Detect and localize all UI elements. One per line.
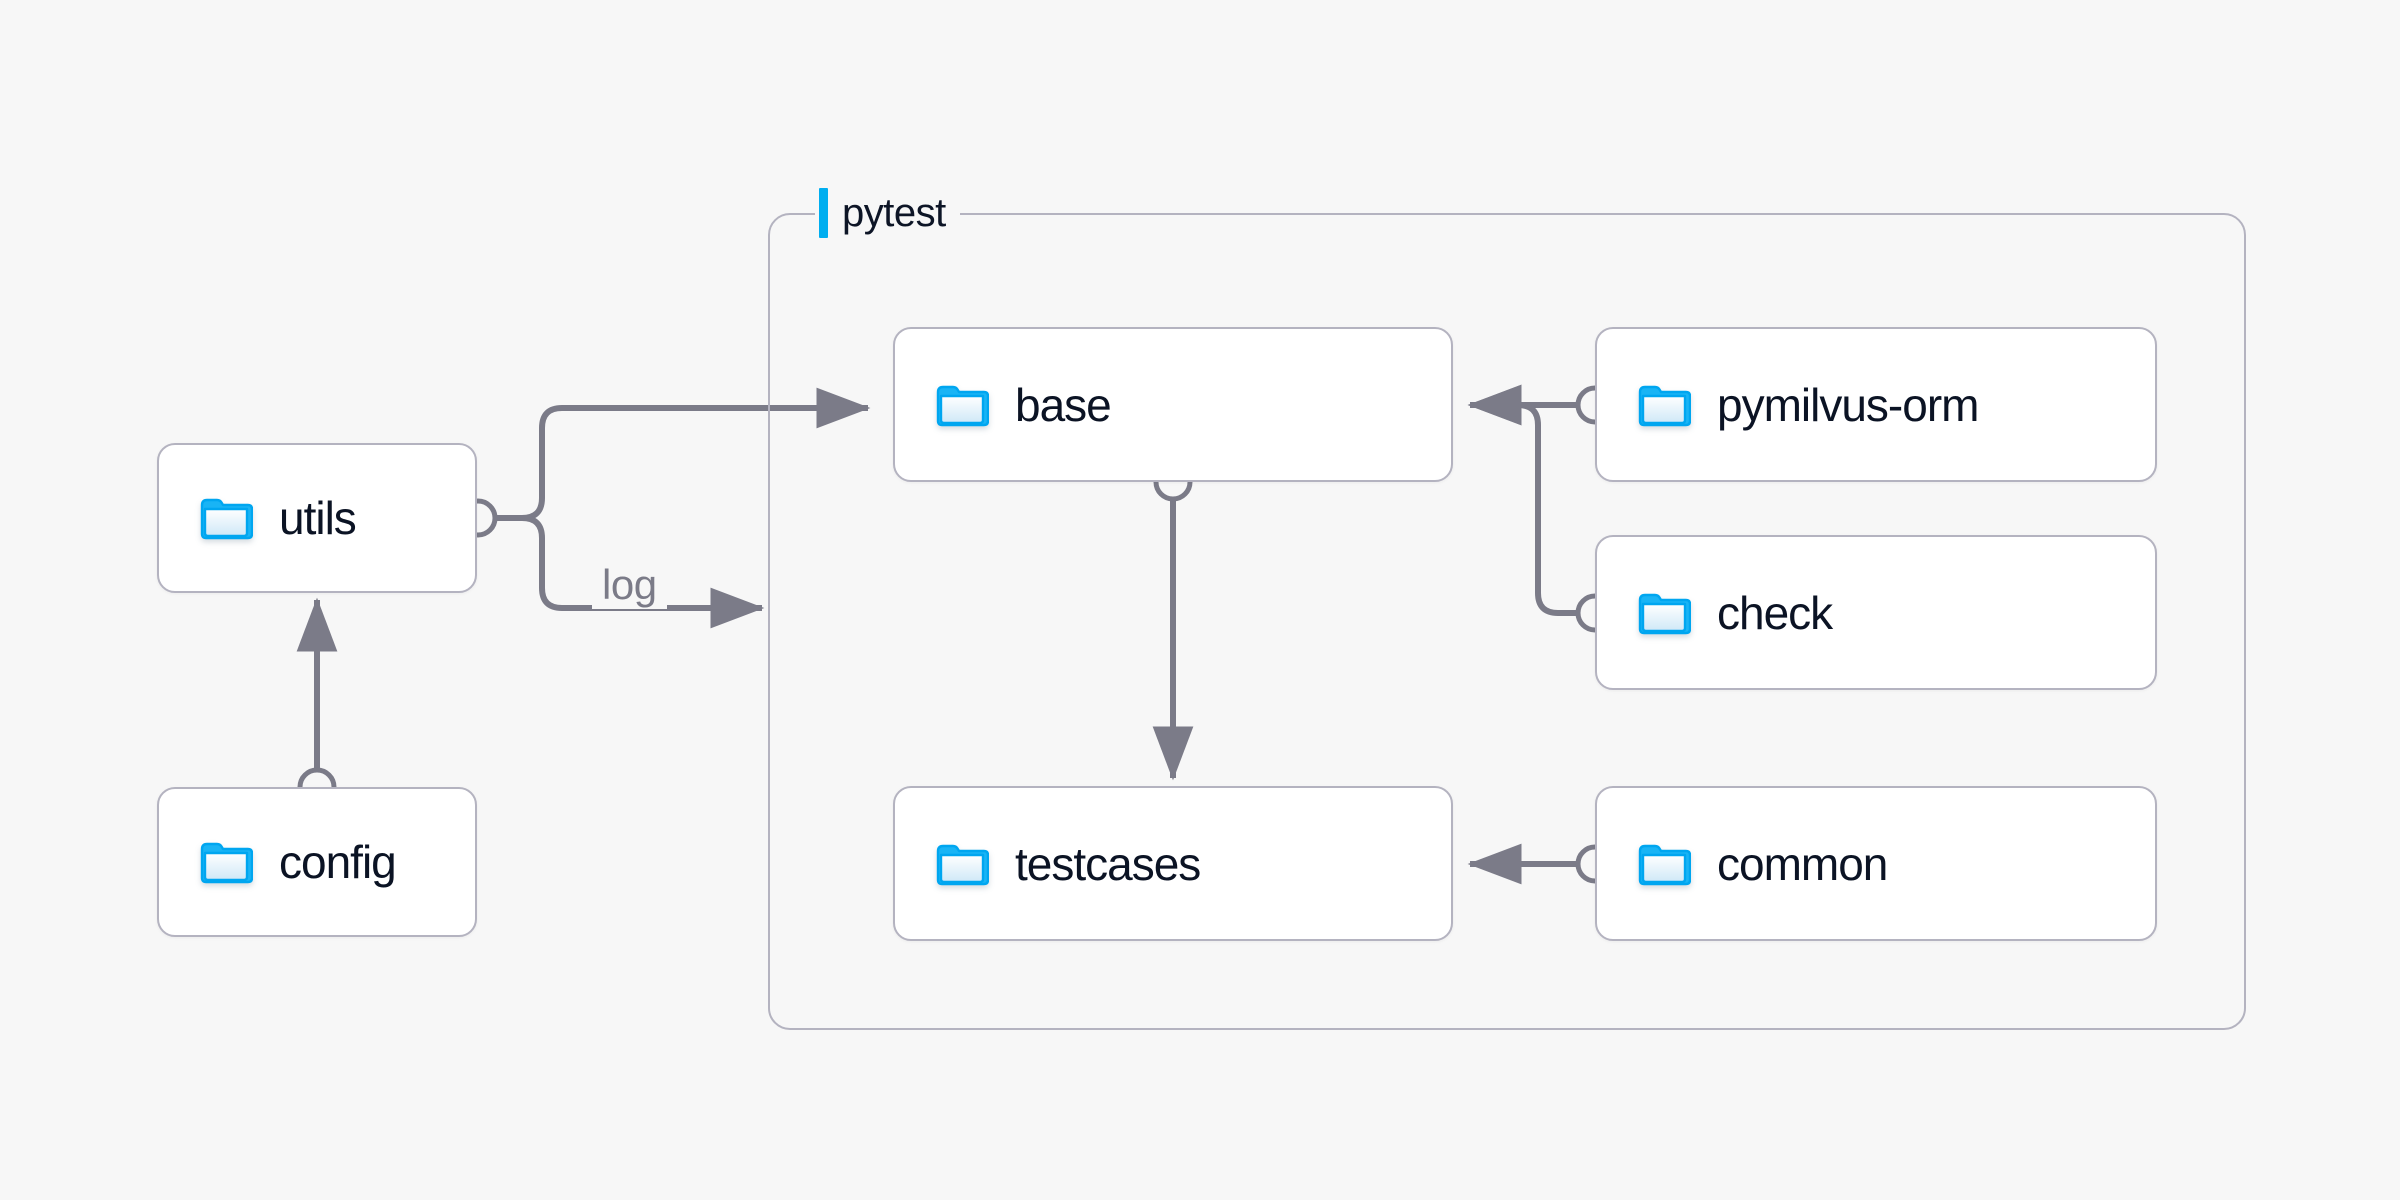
vertical-bar-accent-icon bbox=[819, 188, 828, 238]
group-title: pytest bbox=[842, 190, 946, 235]
folder-icon bbox=[935, 383, 990, 427]
node-base[interactable]: base bbox=[893, 327, 1453, 482]
pytest-group-container[interactable] bbox=[768, 213, 2246, 1030]
node-utils[interactable]: utils bbox=[157, 443, 477, 593]
folder-icon bbox=[1637, 383, 1692, 427]
node-label: check bbox=[1717, 586, 1833, 639]
folder-icon bbox=[199, 840, 254, 884]
node-check[interactable]: check bbox=[1595, 535, 2157, 690]
node-label: common bbox=[1717, 837, 1888, 890]
node-pymilvus-orm[interactable]: pymilvus-orm bbox=[1595, 327, 2157, 482]
edge-utils-to-pytest-log bbox=[497, 515, 765, 629]
node-common[interactable]: common bbox=[1595, 786, 2157, 941]
folder-icon bbox=[1637, 842, 1692, 886]
edge-label-log: log bbox=[592, 561, 667, 609]
node-config[interactable]: config bbox=[157, 787, 477, 937]
node-label: utils bbox=[279, 492, 357, 544]
folder-icon bbox=[1637, 591, 1692, 635]
edge-check-to-base bbox=[1467, 384, 1595, 616]
node-label: config bbox=[279, 836, 397, 888]
node-label: testcases bbox=[1015, 837, 1201, 890]
folder-icon bbox=[199, 496, 254, 540]
pytest-group-label: pytest bbox=[815, 186, 960, 240]
node-label: pymilvus-orm bbox=[1717, 378, 1979, 431]
node-label: base bbox=[1015, 378, 1112, 431]
folder-icon bbox=[935, 842, 990, 886]
node-testcases[interactable]: testcases bbox=[893, 786, 1453, 941]
